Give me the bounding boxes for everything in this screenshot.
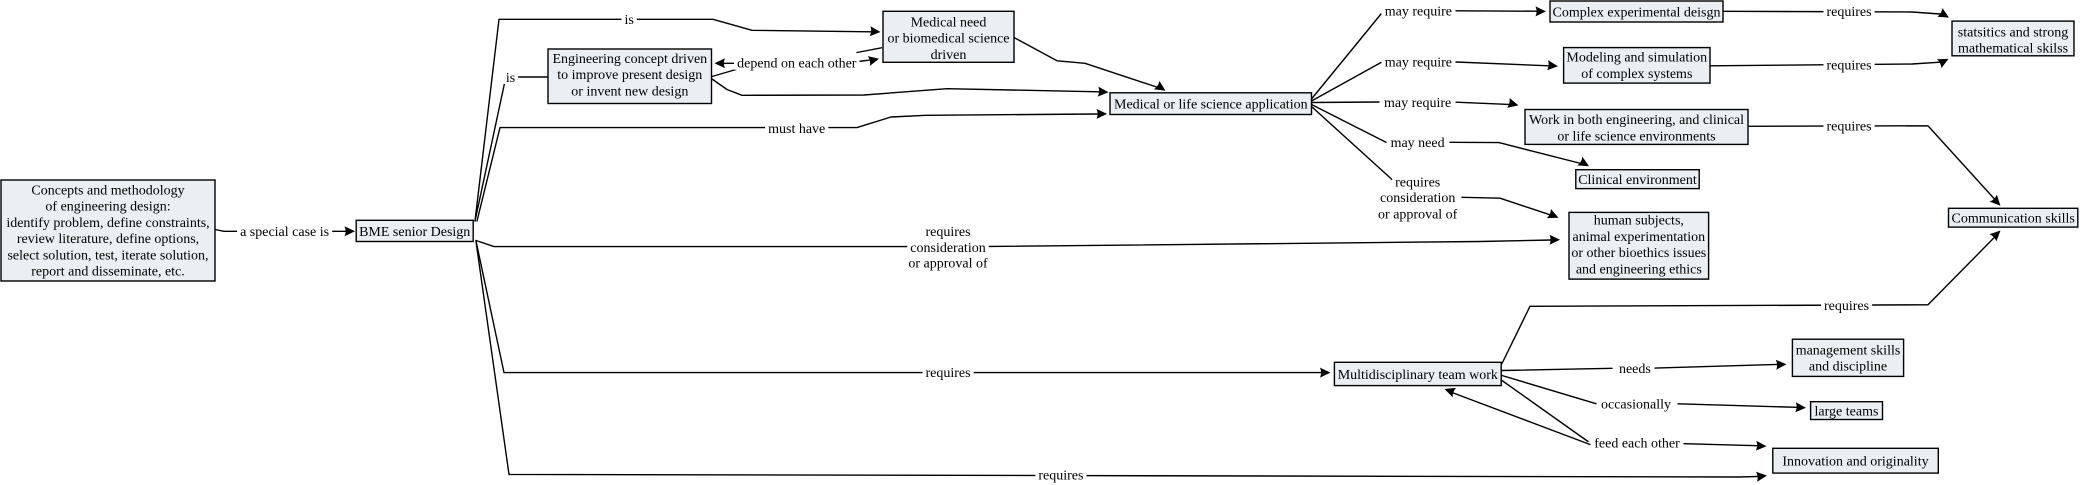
svg-text:feed each other: feed each other	[1594, 437, 1680, 452]
svg-text:driven: driven	[931, 48, 967, 63]
svg-text:Medical need: Medical need	[911, 15, 987, 30]
svg-text:or life science environments: or life science environments	[1557, 129, 1715, 144]
svg-text:requires: requires	[1826, 120, 1871, 135]
svg-text:mathematical skilss: mathematical skilss	[1958, 42, 2068, 57]
svg-text:Complex experimental deisgn: Complex experimental deisgn	[1553, 5, 1721, 20]
svg-text:requires: requires	[1395, 176, 1440, 191]
svg-text:requires: requires	[925, 225, 970, 240]
svg-text:identify problem, define const: identify problem, define constraints,	[6, 216, 209, 231]
svg-text:Medical or life science applic: Medical or life science application	[1114, 98, 1308, 113]
svg-text:Concepts and methodology: Concepts and methodology	[31, 184, 184, 199]
svg-text:of engineering design:: of engineering design:	[45, 200, 170, 215]
svg-text:statsitics and strong: statsitics and strong	[1958, 25, 2068, 40]
svg-text:or invent new design: or invent new design	[571, 84, 688, 99]
svg-text:Innovation and originality: Innovation and originality	[1782, 455, 1928, 470]
svg-text:consideration: consideration	[910, 241, 985, 256]
svg-text:report and disseminate, etc.: report and disseminate, etc.	[31, 265, 185, 280]
svg-text:to improve present design: to improve present design	[557, 68, 702, 83]
svg-text:management skills: management skills	[1796, 344, 1901, 359]
svg-text:or approval of: or approval of	[1378, 207, 1458, 222]
svg-text:depend on each other: depend on each other	[737, 57, 857, 72]
svg-text:or biomedical science: or biomedical science	[887, 32, 1009, 47]
svg-text:review literature, define opti: review literature, define options,	[17, 232, 199, 247]
svg-text:must have: must have	[768, 122, 825, 137]
svg-text:requires: requires	[1826, 5, 1871, 20]
svg-text:requires: requires	[925, 366, 970, 381]
svg-text:may require: may require	[1385, 56, 1452, 71]
svg-text:BME senior Design: BME senior Design	[359, 225, 470, 240]
svg-text:Communication skills: Communication skills	[1952, 212, 2075, 227]
svg-text:animal experimentation: animal experimentation	[1573, 230, 1706, 245]
svg-text:or approval of: or approval of	[908, 256, 988, 271]
svg-text:human subjects,: human subjects,	[1594, 214, 1684, 229]
svg-text:a special case is: a special case is	[240, 225, 329, 240]
svg-text:may require: may require	[1384, 96, 1451, 111]
svg-text:Modeling and simulation: Modeling and simulation	[1566, 51, 1707, 66]
svg-text:or other bioethics issues: or other bioethics issues	[1571, 246, 1706, 261]
svg-text:select solution, test, iterate: select solution, test, iterate solution,	[7, 248, 208, 263]
svg-text:Work in both engineering, and: Work in both engineering, and clinical	[1529, 113, 1744, 128]
svg-text:needs: needs	[1619, 362, 1651, 377]
svg-text:requires: requires	[1824, 299, 1869, 314]
svg-text:and discipline: and discipline	[1809, 360, 1887, 375]
svg-text:may require: may require	[1385, 4, 1452, 19]
svg-text:occasionally: occasionally	[1601, 398, 1671, 413]
svg-text:is: is	[506, 71, 515, 86]
svg-text:may need: may need	[1391, 136, 1445, 151]
svg-text:Clinical environment: Clinical environment	[1578, 173, 1697, 188]
svg-text:requires: requires	[1826, 59, 1871, 74]
svg-text:Multidisciplinary team work: Multidisciplinary team work	[1338, 368, 1498, 383]
svg-text:is: is	[625, 13, 634, 28]
svg-text:large teams: large teams	[1815, 405, 1879, 420]
svg-text:requires: requires	[1038, 468, 1083, 483]
svg-text:and engineering ethics: and engineering ethics	[1576, 262, 1702, 277]
svg-text:Engineering concept driven: Engineering concept driven	[552, 52, 707, 67]
svg-text:consideration: consideration	[1380, 191, 1455, 206]
svg-text:of complex systems: of complex systems	[1581, 67, 1692, 82]
